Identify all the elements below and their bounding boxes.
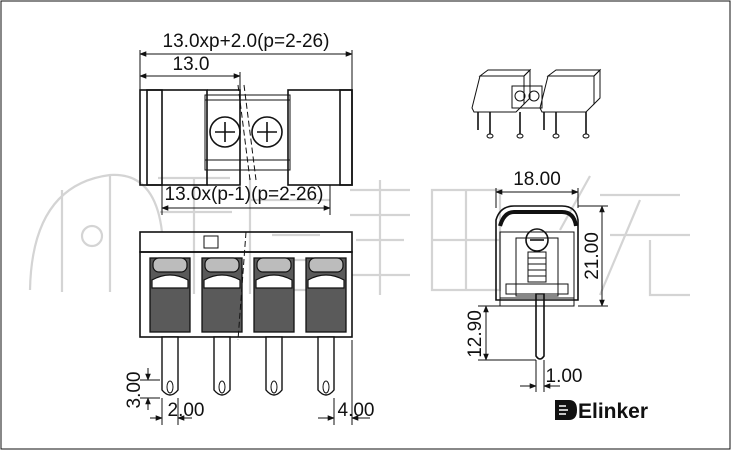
pin-length-label: 12.90 [465, 310, 486, 358]
pin-tip-label: 3.00 [124, 372, 145, 409]
pin-offset-label: 4.00 [338, 400, 375, 421]
total-length-label: 13.0xp+2.0(p=2-26) [163, 31, 330, 52]
width-label: 18.00 [513, 169, 561, 190]
terminal-block-top-view [139, 50, 353, 215]
terminal-block-front-view [139, 231, 370, 425]
elinker-logo-icon [555, 400, 577, 420]
pin-width-label: 2.00 [168, 400, 205, 421]
pin-thickness-label: 1.00 [546, 366, 583, 387]
pitch-count-label: 13.0x(p-1)(p=2-26) [165, 184, 324, 205]
terminal-block-side-view [478, 188, 608, 392]
height-label: 21.00 [582, 232, 603, 280]
terminal-block-isometric-view [471, 68, 602, 139]
brand-name: Elinker [578, 400, 648, 423]
pitch-label: 13.0 [173, 54, 210, 75]
